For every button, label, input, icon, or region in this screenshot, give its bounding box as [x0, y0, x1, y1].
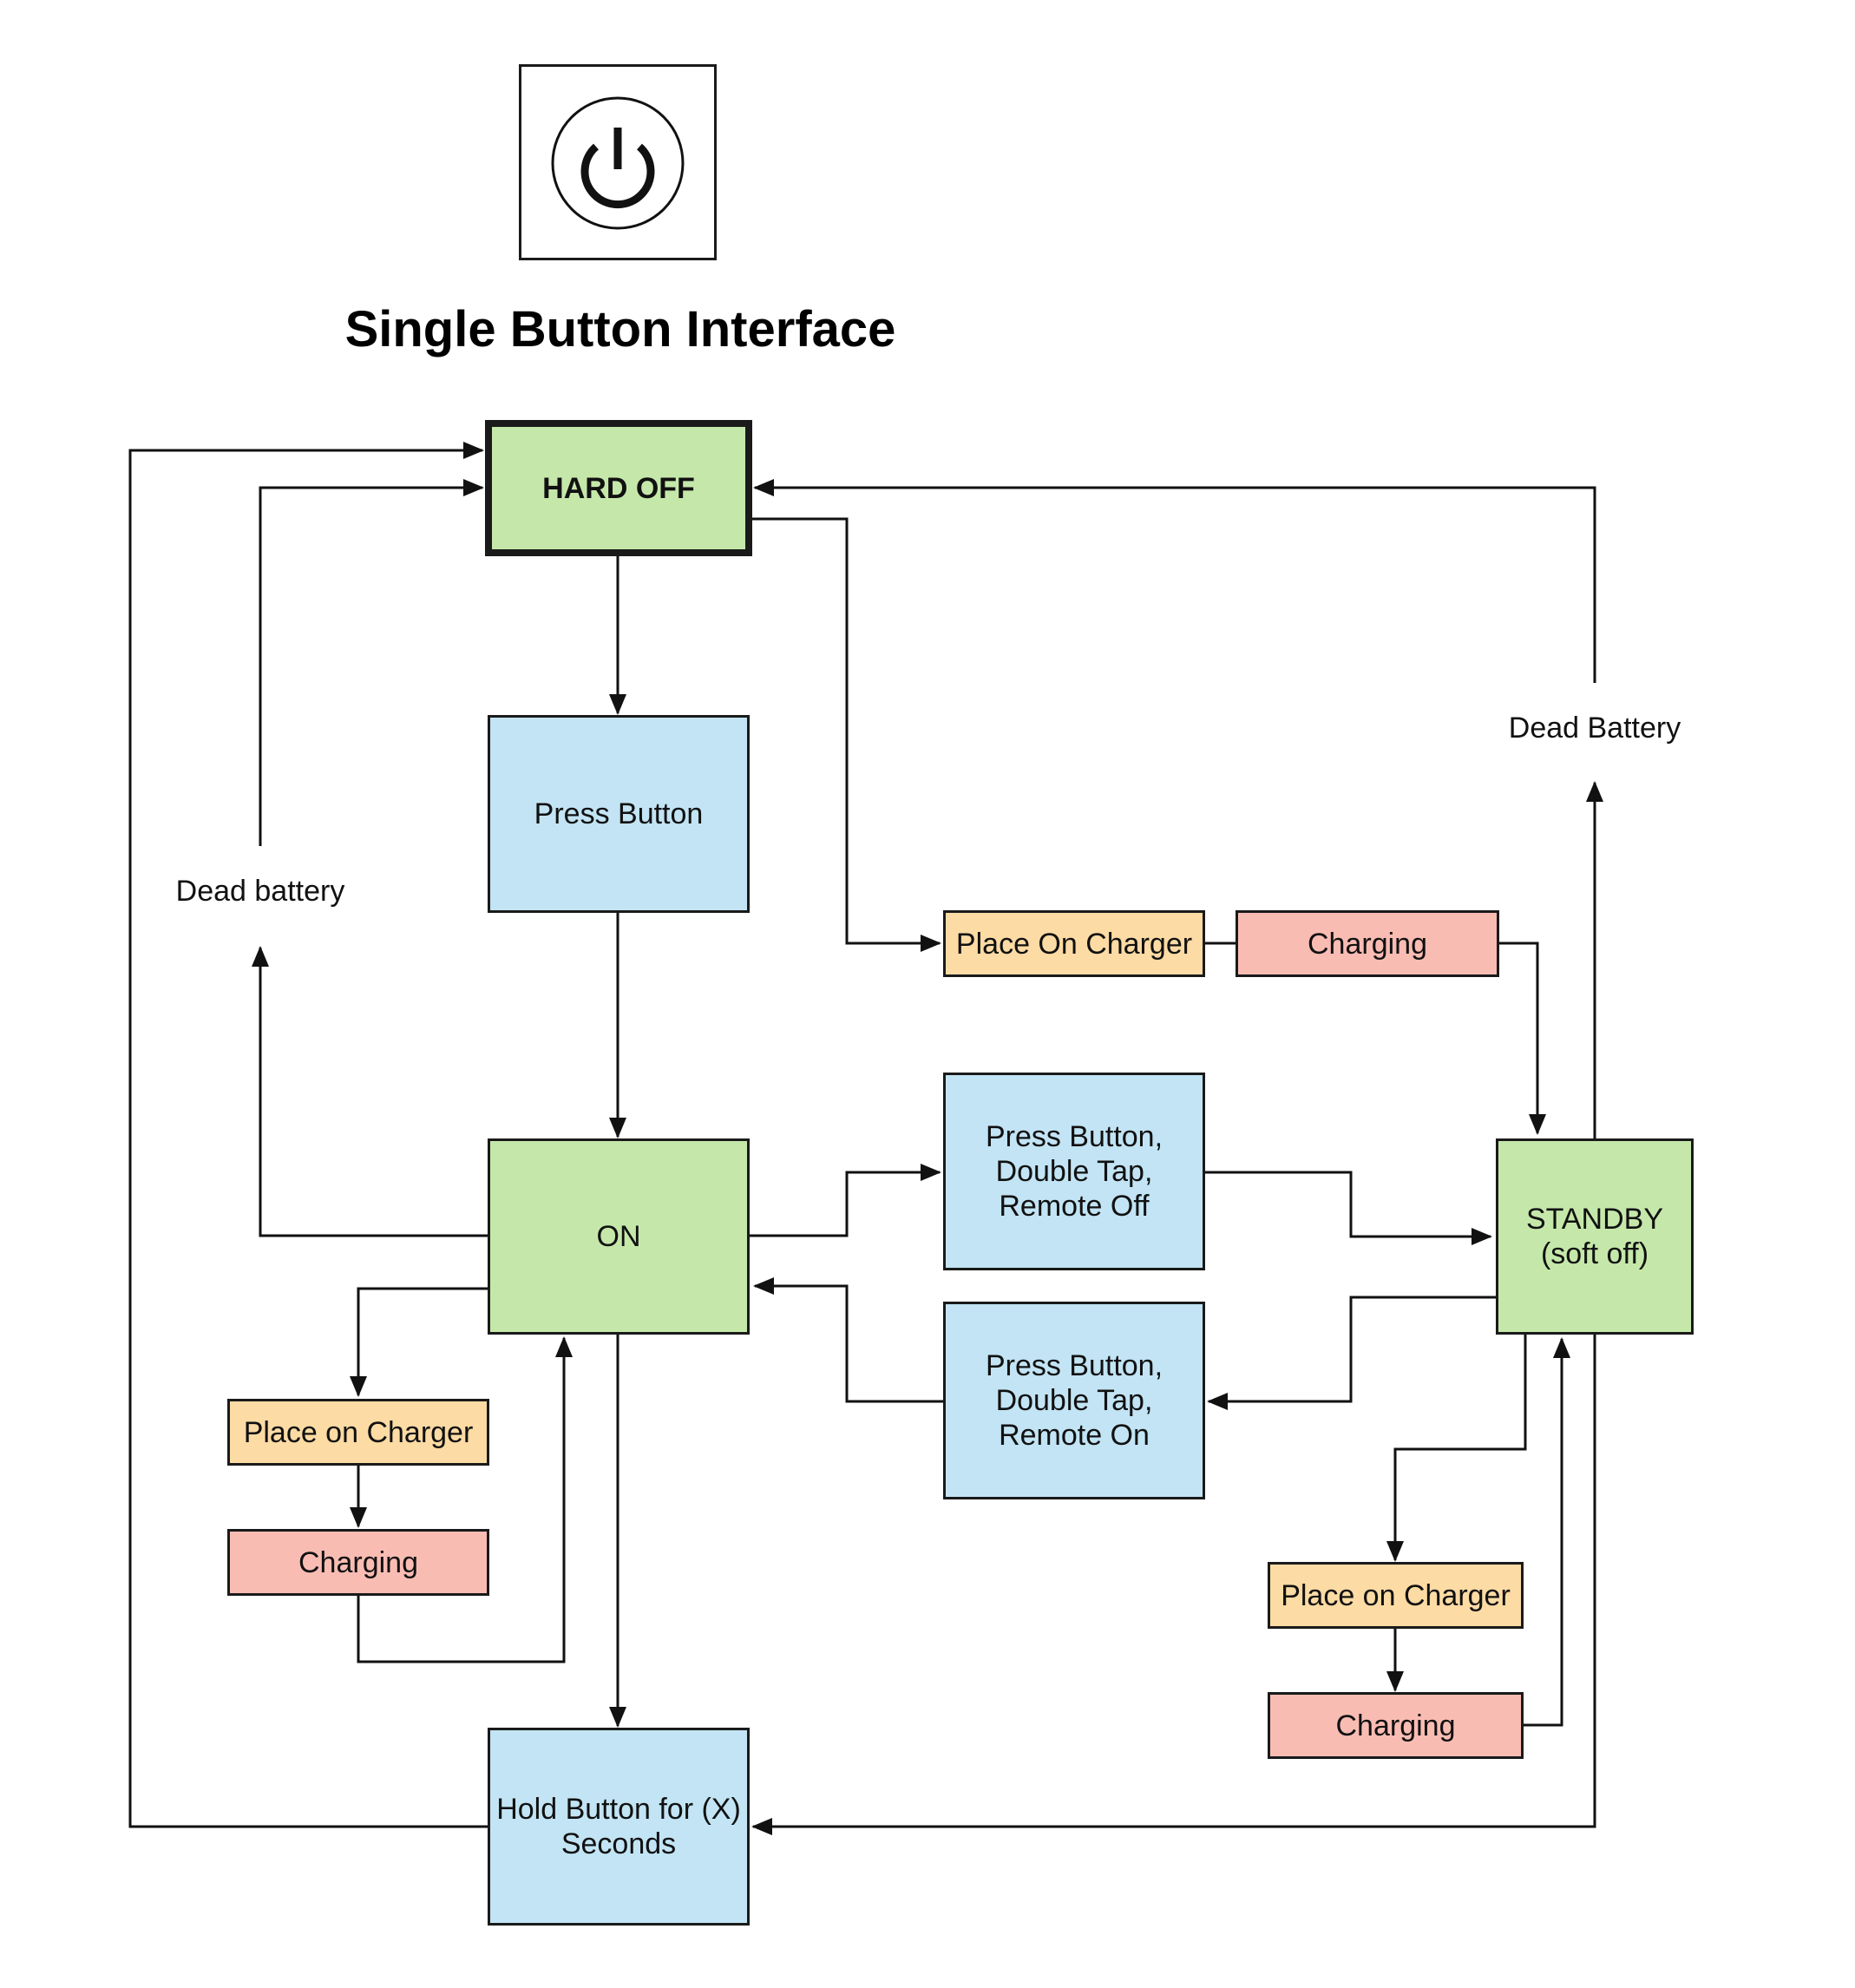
connector-deadleft-hardoff [259, 479, 484, 846]
connector-charging-on-left [357, 1336, 573, 1663]
diagram-title: Single Button Interface [344, 301, 896, 358]
connector-on-charger-left [350, 1287, 488, 1397]
place-on-charger-top: Place On Charger [943, 910, 1205, 977]
place-on-charger-left: Place on Charger [227, 1399, 489, 1466]
connector-on-pressoff [750, 1164, 941, 1237]
charging-right: Charging [1268, 1692, 1524, 1759]
connector-standby-presson [1207, 1296, 1497, 1410]
press-on-action: Press Button, Double Tap, Remote On [943, 1302, 1205, 1499]
connector-charging-standby [1498, 942, 1546, 1135]
power-icon-box [519, 64, 717, 260]
connector-hardoff-charger [751, 517, 941, 952]
dead-battery-right-label: Dead Battery [1508, 712, 1681, 745]
connector-presson-on [753, 1277, 943, 1403]
dead-battery-left-label: Dead battery [175, 875, 345, 908]
connector-group [128, 442, 1603, 1835]
connector-on-deadleft [252, 946, 488, 1237]
connector-hold-hardoff [128, 442, 488, 1828]
power-icon [551, 96, 685, 230]
connector-deadright-hardoff [753, 479, 1596, 683]
press-button-action: Press Button [488, 715, 750, 913]
hold-button-action: Hold Button for (X) Seconds [488, 1728, 750, 1926]
place-on-charger-right: Place on Charger [1268, 1562, 1524, 1629]
charging-left: Charging [227, 1529, 489, 1596]
connector-charging-standby-right [1522, 1337, 1570, 1727]
hard-off-state: HARD OFF [485, 420, 752, 556]
standby-state: STANDBY (soft off) [1496, 1138, 1694, 1335]
connector-standby-charger-right [1386, 1334, 1527, 1562]
connector-pressoff-standby [1204, 1171, 1492, 1245]
charging-top: Charging [1236, 910, 1499, 977]
on-state: ON [488, 1138, 750, 1335]
connector-standby-hold [751, 1334, 1596, 1835]
press-off-action: Press Button, Double Tap, Remote Off [943, 1073, 1205, 1270]
